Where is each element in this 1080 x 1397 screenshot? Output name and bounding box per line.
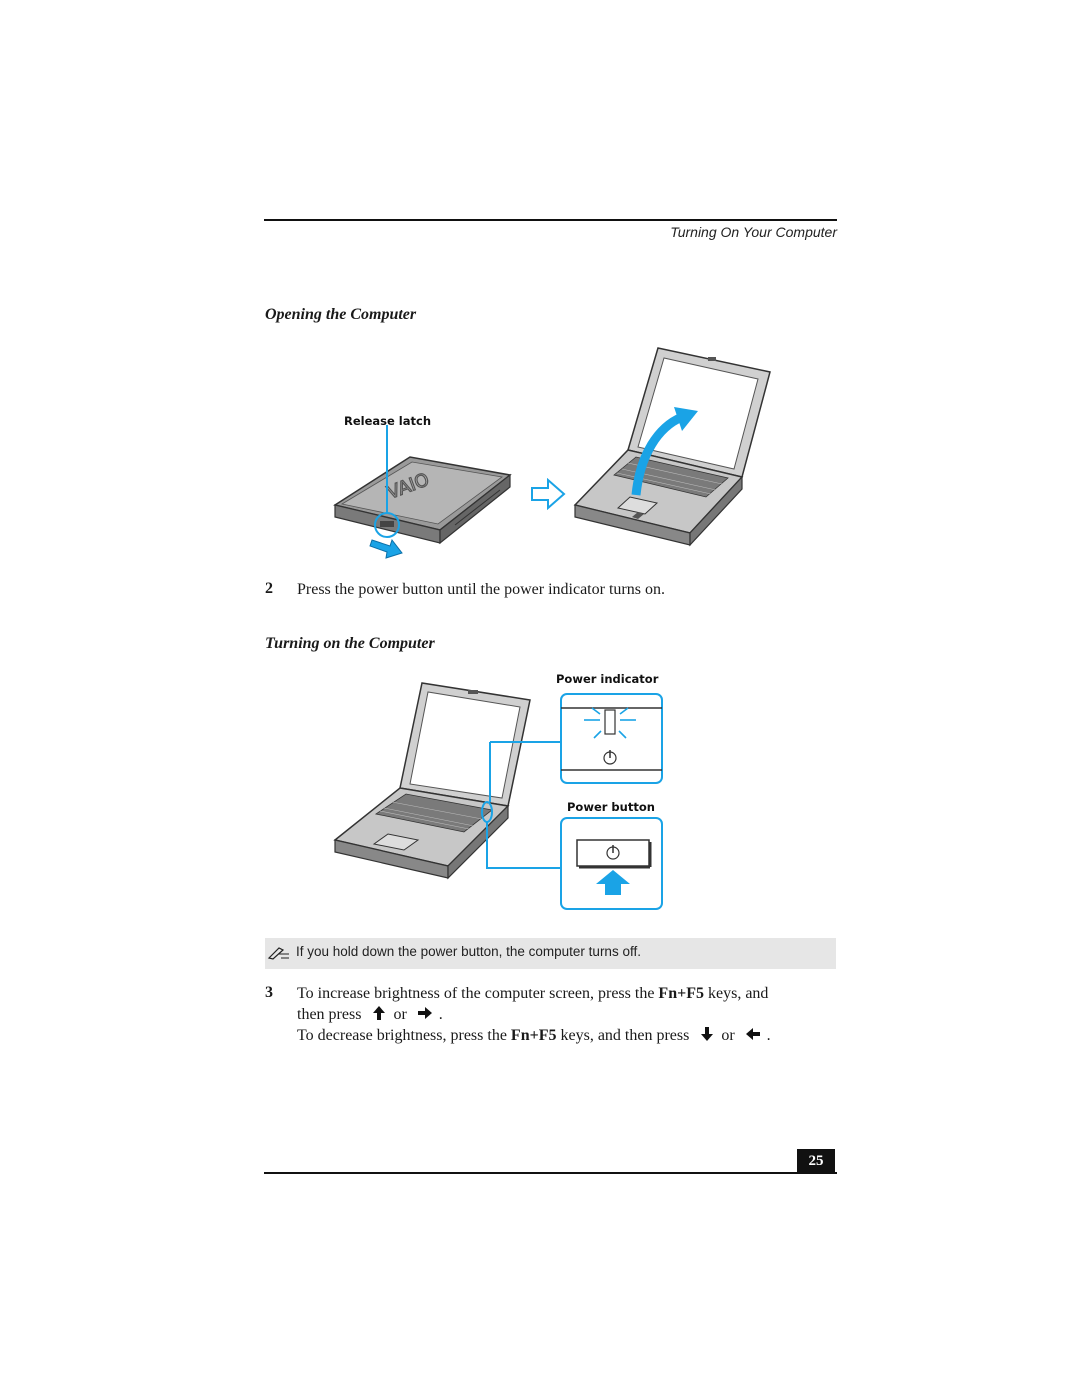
pencil-note-icon bbox=[267, 947, 289, 960]
fn-f5-key-2: Fn+F5 bbox=[510, 1027, 557, 1044]
footer-rule bbox=[264, 1172, 837, 1174]
next-step-arrow-icon bbox=[531, 478, 566, 510]
page-number: 25 bbox=[797, 1149, 835, 1173]
power-button-label: Power button bbox=[567, 800, 655, 814]
power-indicator-label: Power indicator bbox=[556, 672, 659, 686]
note-box bbox=[265, 938, 836, 969]
arrow-up-icon bbox=[373, 1006, 386, 1020]
step-2-text: Press the power button until the power i… bbox=[297, 581, 665, 598]
fn-f5-key: Fn+F5 bbox=[658, 985, 704, 1002]
step-3-line-3-b: keys, and then press bbox=[556, 1027, 690, 1044]
step-3-line-1: To increase brightness of the computer s… bbox=[297, 983, 768, 1004]
step-3-line-1-b: keys, and bbox=[703, 985, 769, 1002]
step-3-line-3-a: To decrease brightness, press the bbox=[297, 1027, 511, 1044]
closed-laptop-illustration: VAIO bbox=[333, 425, 512, 559]
section-title-turning-on: Turning on the Computer bbox=[265, 635, 435, 652]
step-3-line-2-a: then press bbox=[297, 1006, 362, 1023]
running-header: Turning On Your Computer bbox=[670, 224, 837, 240]
step-3-line-2: then press or . bbox=[297, 1004, 443, 1025]
step-3-number: 3 bbox=[265, 984, 273, 1001]
step-3-line-3-or: or bbox=[721, 1027, 735, 1044]
step-3-line-2-end: . bbox=[438, 1006, 443, 1023]
power-button[interactable] bbox=[577, 840, 649, 866]
step-3-line-3: To decrease brightness, press the Fn+F5 … bbox=[297, 1025, 771, 1046]
step-2-number: 2 bbox=[265, 580, 273, 597]
release-latch bbox=[375, 513, 399, 537]
section-title-opening: Opening the Computer bbox=[265, 306, 417, 323]
laptop-power-illustration bbox=[333, 682, 663, 910]
header-rule bbox=[264, 219, 837, 221]
step-3-line-2-or: or bbox=[393, 1006, 407, 1023]
step-3-line-1-a: To increase brightness of the computer s… bbox=[297, 985, 659, 1002]
power-indicator bbox=[605, 710, 615, 734]
arrow-left-icon bbox=[745, 1028, 760, 1040]
release-latch-label: Release latch bbox=[344, 414, 432, 428]
step-3-line-3-end: . bbox=[766, 1027, 771, 1044]
arrow-down-icon bbox=[701, 1027, 714, 1041]
note-text: If you hold down the power button, the c… bbox=[296, 944, 641, 959]
arrow-right-icon bbox=[417, 1007, 432, 1019]
open-laptop-illustration bbox=[573, 347, 771, 547]
